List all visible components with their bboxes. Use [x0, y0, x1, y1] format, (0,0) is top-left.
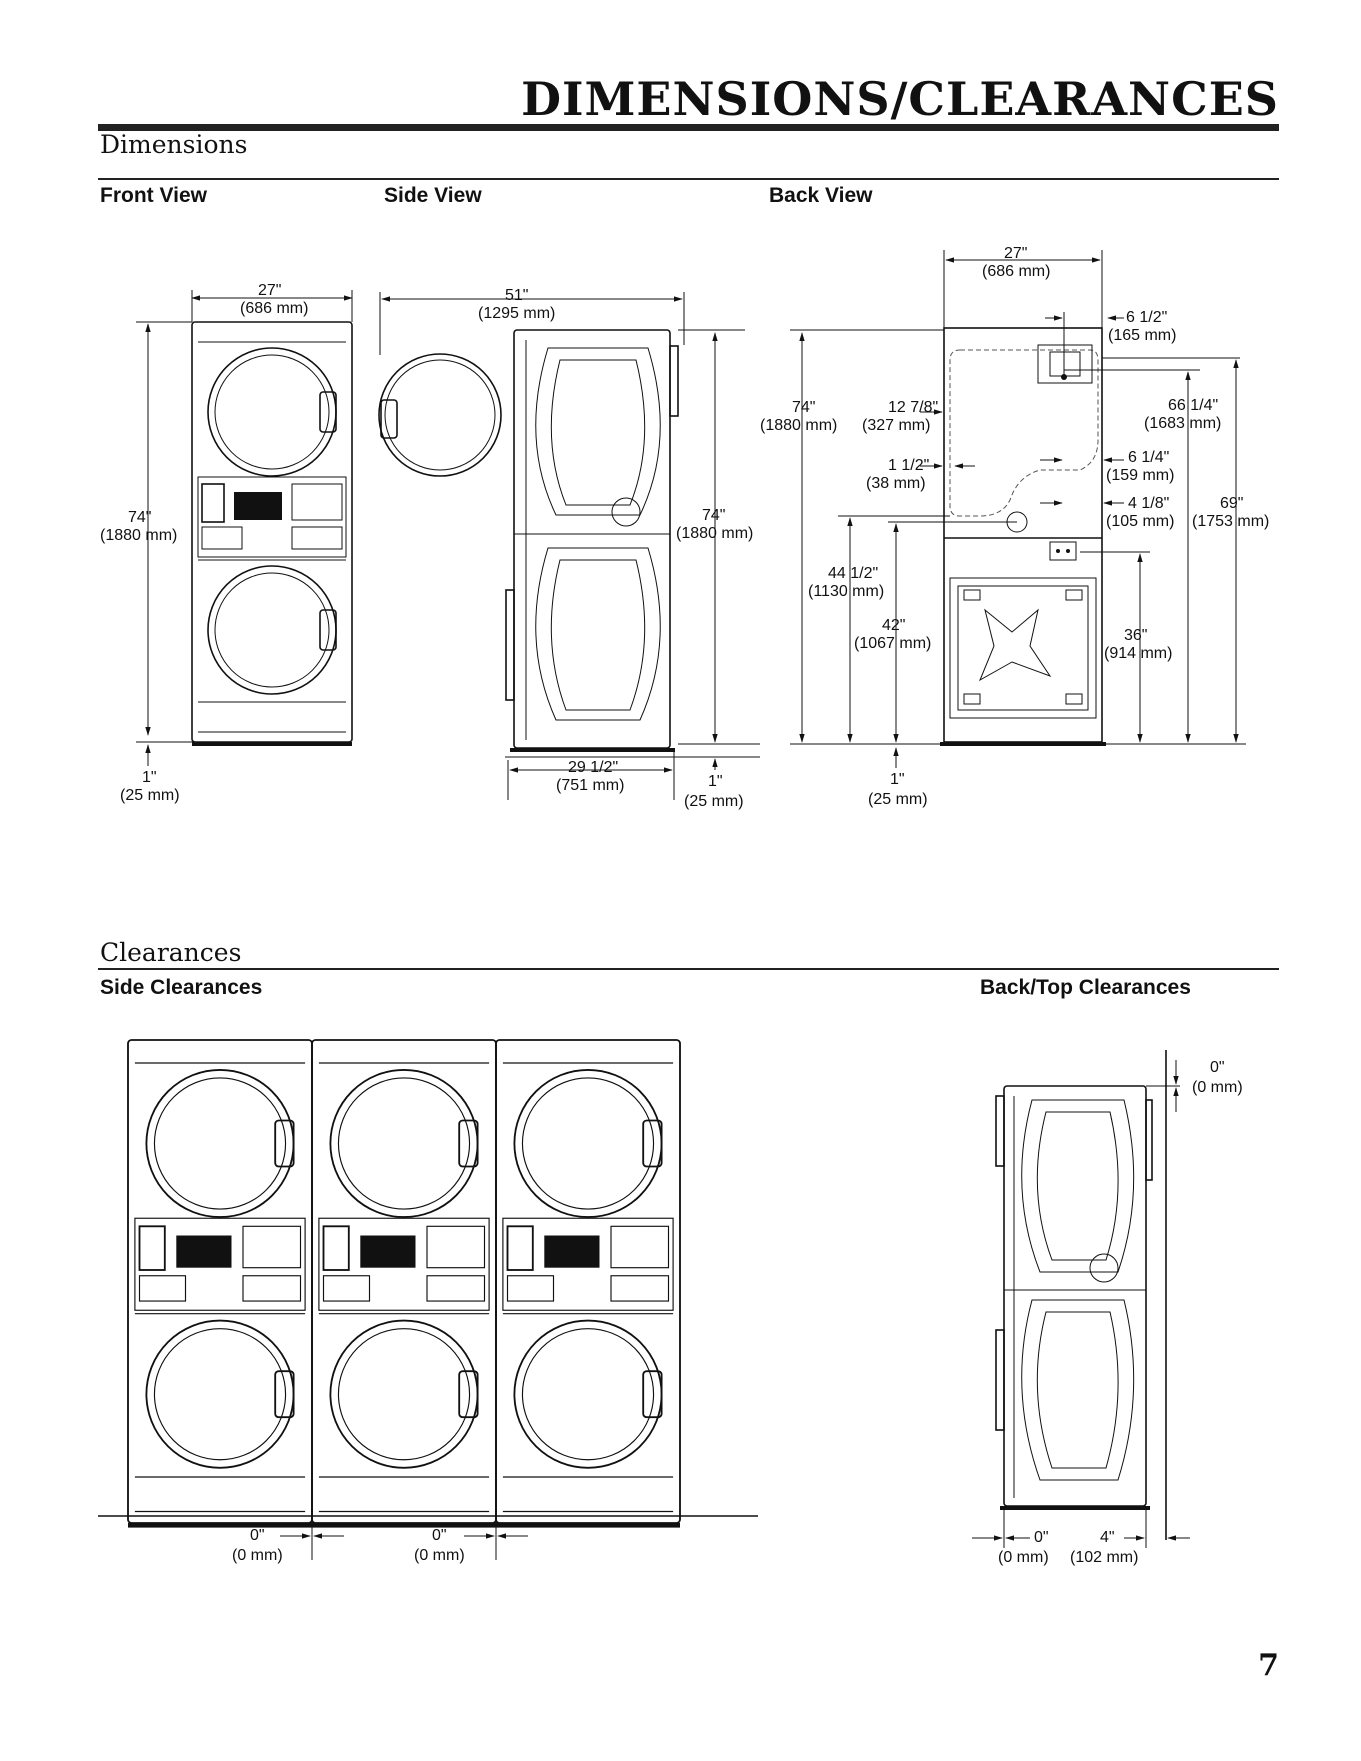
side-foot-in: 1": [708, 773, 723, 790]
back-vent-offset-in: 6 1/2": [1126, 309, 1167, 326]
front-width-in: 27": [258, 282, 281, 299]
title-rule: [98, 124, 1279, 131]
back-d-in: 6 1/4": [1128, 449, 1169, 466]
side-clearances-label: Side Clearances: [100, 976, 263, 999]
page-title: DIMENSIONS/CLEARANCES: [521, 72, 1279, 126]
back-c-in: 66 1/4": [1168, 397, 1218, 414]
side-gap-2-mm: (0 mm): [414, 1547, 465, 1564]
back-d-mm: (159 mm): [1106, 467, 1174, 484]
back-vent-offset-mm: (165 mm): [1108, 327, 1176, 344]
back-e-in: 4 1/8": [1128, 495, 1169, 512]
back-width-in: 27": [1004, 245, 1027, 262]
back-h-mm: (1067 mm): [854, 635, 931, 652]
back-h-in: 42": [882, 617, 905, 634]
front-width-mm: (686 mm): [240, 300, 308, 317]
back-c-mm: (1683 mm): [1144, 415, 1221, 432]
side-height-in: 74": [702, 507, 725, 524]
back-clearance-in: 4": [1100, 1529, 1115, 1546]
page-number: 7: [1258, 1648, 1279, 1683]
back-width-mm: (686 mm): [982, 263, 1050, 280]
back-g-mm: (1130 mm): [808, 583, 884, 600]
back-height-in: 74": [792, 399, 815, 416]
back-foot-mm: (25 mm): [868, 791, 928, 808]
top-clearance-in: 0": [1210, 1059, 1225, 1076]
side-depth-mm: (1295 mm): [478, 305, 555, 322]
clearances-heading: Clearances: [100, 938, 242, 967]
back-top-clearances-drawing: 0" (0 mm) 0" (0 mm) 4" (102 mm): [972, 1050, 1243, 1566]
front-foot-mm: (25 mm): [120, 787, 180, 804]
back-height-mm: (1880 mm): [760, 417, 837, 434]
front-height-in: 74": [128, 509, 151, 526]
front-view-drawing: 27" (686 mm) 74" (1880 mm) 1" (25 mm): [100, 282, 353, 804]
back-foot-in: 1": [890, 771, 905, 788]
side-view-label: Side View: [384, 184, 482, 207]
side-depth-in: 51": [505, 287, 528, 304]
back-a-in: 12 7/8": [888, 399, 938, 416]
front-foot-in: 1": [142, 769, 157, 786]
top-clearance-mm: (0 mm): [1192, 1079, 1243, 1096]
back-i-in: 36": [1124, 627, 1147, 644]
back-view-label: Back View: [769, 184, 873, 207]
back-view-drawing: 27" (686 mm) 6 1/2" (165 mm) 74" (1880 m…: [760, 245, 1269, 808]
side-foot-mm: (25 mm): [684, 793, 744, 810]
side-clearances-drawing: 0" (0 mm) 0" (0 mm): [98, 1039, 758, 1564]
back-f-mm: (1753 mm): [1192, 513, 1269, 530]
clearances-rule: [98, 968, 1279, 970]
dimensions-heading: Dimensions: [100, 130, 248, 159]
back-b-in: 1 1/2": [888, 457, 929, 474]
back-f-in: 69": [1220, 495, 1243, 512]
back-clearance-mm: (102 mm): [1070, 1549, 1138, 1566]
front-clearance-in: 0": [1034, 1529, 1049, 1546]
side-height-mm: (1880 mm): [676, 525, 753, 542]
back-a-mm: (327 mm): [862, 417, 930, 434]
back-g-in: 44 1/2": [828, 565, 878, 582]
back-i-mm: (914 mm): [1104, 645, 1172, 662]
side-cabinet-depth-mm: (751 mm): [556, 777, 624, 794]
front-view-label: Front View: [100, 184, 207, 207]
dimensions-rule: [98, 178, 1279, 180]
back-e-mm: (105 mm): [1106, 513, 1174, 530]
back-b-mm: (38 mm): [866, 475, 926, 492]
front-height-mm: (1880 mm): [100, 527, 177, 544]
back-top-clearances-label: Back/Top Clearances: [980, 976, 1191, 999]
side-gap-2-in: 0": [432, 1527, 447, 1544]
front-clearance-mm: (0 mm): [998, 1549, 1049, 1566]
side-view-drawing: 51" (1295 mm) 74" (1880 mm) 29 1/2" (751…: [378, 287, 760, 810]
side-cabinet-depth-in: 29 1/2": [568, 759, 618, 776]
side-gap-1-mm: (0 mm): [232, 1547, 283, 1564]
side-gap-1-in: 0": [250, 1527, 265, 1544]
